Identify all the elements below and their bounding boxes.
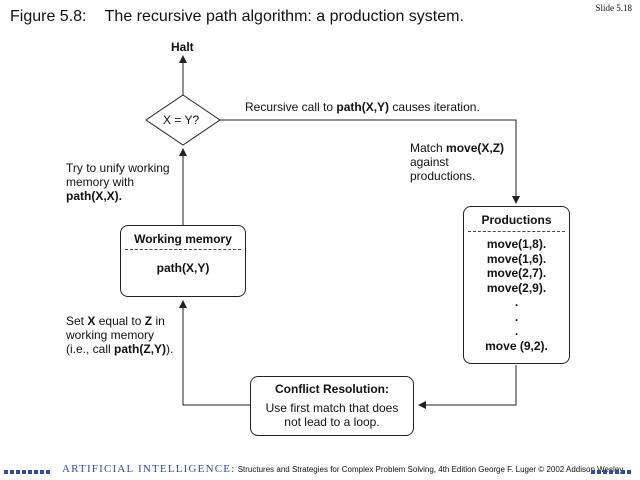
halt-label: Halt xyxy=(171,40,194,54)
productions-title: Productions xyxy=(481,213,552,227)
decision-diamond xyxy=(145,94,221,146)
ellipsis-dot: . xyxy=(514,295,519,309)
ellipsis-dot: . xyxy=(514,309,519,324)
slide-number: Slide 5.18 xyxy=(595,3,632,13)
footer: ARTIFICIAL INTELLIGENCE: Structures and … xyxy=(0,463,640,477)
decorative-blocks-left xyxy=(4,467,52,476)
production-rule: move(1,6). xyxy=(486,251,547,266)
working-memory-box: Working memory path(X,Y) xyxy=(120,225,246,297)
footer-credit: Structures and Strategies for Complex Pr… xyxy=(237,465,624,474)
figure-title: The recursive path algorithm: a producti… xyxy=(104,8,464,25)
conflict-resolution-text: Use first match that does not lead to a … xyxy=(265,401,399,429)
unify-label: Try to unify working memory with path(X,… xyxy=(66,161,170,203)
recursive-call-label: Recursive call to path(X,Y) causes itera… xyxy=(245,100,480,114)
arrow-to-productions xyxy=(220,119,520,204)
match-label: Match move(X,Z) against productions. xyxy=(410,141,505,183)
arrow-to-conflict xyxy=(418,365,517,409)
conflict-resolution-title: Conflict Resolution: xyxy=(275,382,389,396)
decorative-blocks-right xyxy=(591,467,633,476)
working-memory-title: Working memory xyxy=(134,232,232,246)
flow-lines xyxy=(145,55,520,409)
figure-caption: Figure 5.8: The recursive path algorithm… xyxy=(10,8,464,26)
productions-list: move(1,8). move(1,6). move(2,7). move(2,… xyxy=(464,237,569,353)
divider xyxy=(468,231,565,232)
arrow-to-working-memory xyxy=(179,300,250,406)
ellipsis-dot: . xyxy=(514,324,519,338)
figure-number: Figure 5.8: xyxy=(10,8,87,25)
production-rule: move (9,2). xyxy=(485,338,548,353)
divider xyxy=(125,249,241,250)
conflict-resolution-box: Conflict Resolution: Use first match tha… xyxy=(250,376,414,436)
working-memory-content: path(X,Y) xyxy=(156,261,210,275)
decision-label: X = Y? xyxy=(163,113,200,127)
set-x-label: Set X equal to Z in working memory (i.e.… xyxy=(66,314,174,356)
production-rule: move(2,9). xyxy=(486,280,547,295)
productions-box: Productions move(1,8). move(1,6). move(2… xyxy=(463,206,570,364)
footer-brand: ARTIFICIAL INTELLIGENCE: xyxy=(62,463,236,475)
production-rule: move(1,8). xyxy=(486,237,547,251)
production-rule: move(2,7). xyxy=(486,266,547,280)
footer-text: ARTIFICIAL INTELLIGENCE: Structures and … xyxy=(62,463,623,475)
